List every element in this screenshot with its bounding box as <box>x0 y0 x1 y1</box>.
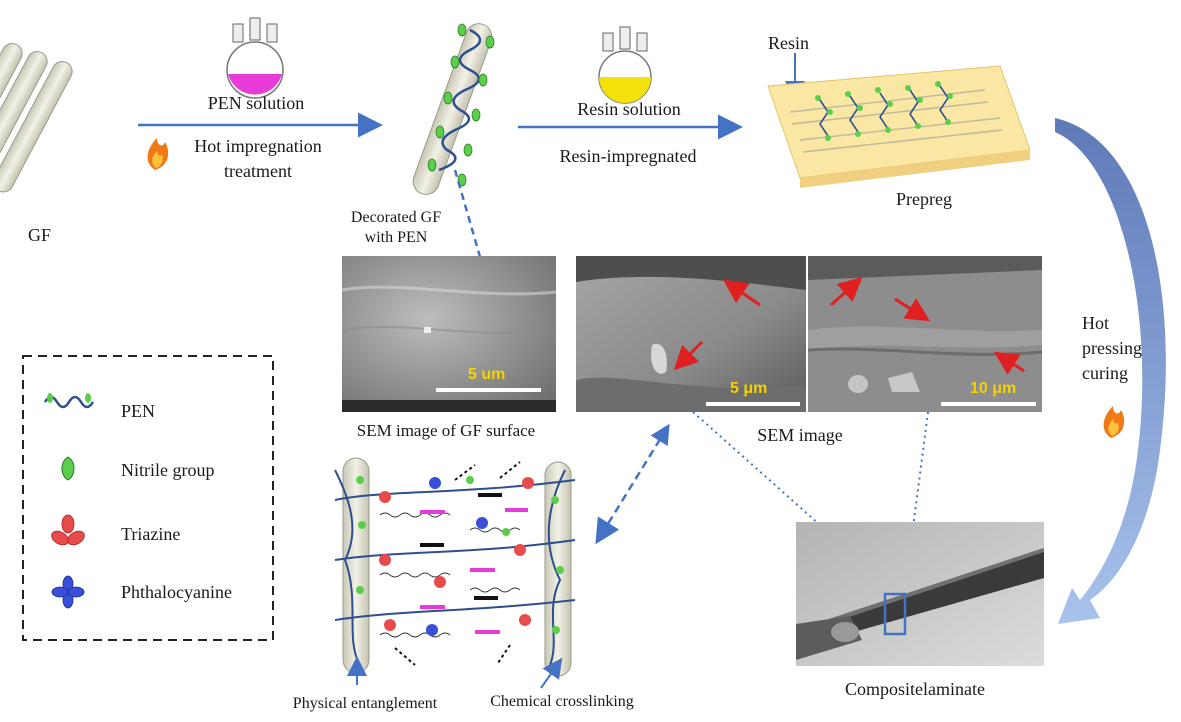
legend-label-phthalocyanine: Phthalocyanine <box>121 582 232 602</box>
label-resin-solution: Resin solution <box>577 99 681 119</box>
label-gf: GF <box>28 225 52 245</box>
label-pressing: pressing <box>1082 338 1142 358</box>
glass-fiber-bundle <box>0 43 73 193</box>
legend-box <box>22 355 274 641</box>
label-resin: Resin <box>768 33 810 53</box>
caption-composite: Compositelaminate <box>845 679 985 699</box>
label-hot-impregnation: Hot impregnation <box>194 136 322 156</box>
legend-label-triazine: Triazine <box>121 524 181 544</box>
label-resin-impregnated: Resin-impregnated <box>559 146 697 166</box>
sem-image-2 <box>807 256 1043 412</box>
triazine-trefoil-icon <box>51 514 85 546</box>
label-decorated-2: with PEN <box>364 229 428 246</box>
label-decorated-1: Decorated GF <box>350 209 442 226</box>
scale-text-sem1: 5 μm <box>730 380 768 397</box>
label-physical: Physical entanglement <box>292 695 438 712</box>
pen-flask-icon <box>226 17 284 99</box>
phthalocyanine-quatrefoil-icon <box>51 575 85 609</box>
pen-chain-icon <box>43 393 95 409</box>
label-prepreg: Prepreg <box>896 189 952 209</box>
label-pen-solution: PEN solution <box>207 93 305 113</box>
label-treatment: treatment <box>224 161 292 181</box>
network-schematic <box>334 457 576 677</box>
resin-flask-icon <box>598 26 652 104</box>
label-curing: curing <box>1082 363 1128 383</box>
composite-photo <box>796 522 1044 666</box>
hot-pressing-arrow <box>1055 118 1166 624</box>
flame-icon <box>147 138 169 170</box>
caption-sem-gf: SEM image of GF surface <box>356 421 536 440</box>
nitrile-drop-icon <box>61 456 75 481</box>
label-hot: Hot <box>1082 313 1109 333</box>
legend-label-nitrile: Nitrile group <box>121 460 215 480</box>
caption-sem: SEM image <box>757 425 843 445</box>
sem-gf-image <box>341 256 557 412</box>
flame-icon-curing <box>1103 406 1125 438</box>
label-chemical: Chemical crosslinking <box>490 693 634 710</box>
double-arrow <box>595 423 670 545</box>
prepreg-sheet <box>767 65 1031 188</box>
scale-text-sem2: 10 μm <box>970 380 1017 397</box>
sem-image-1 <box>576 256 806 412</box>
legend-label-pen: PEN <box>121 401 156 421</box>
decorated-fiber <box>412 23 495 195</box>
scale-text-gf: 5 um <box>468 366 506 383</box>
